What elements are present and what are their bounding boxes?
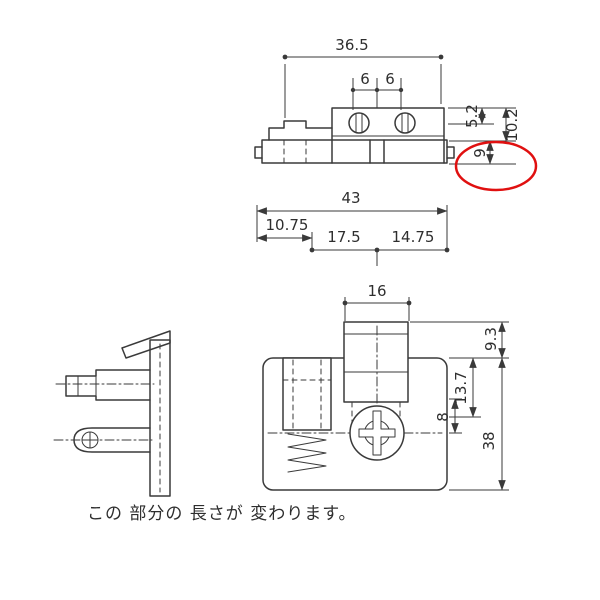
- top-view-dimensions: [282, 54, 516, 165]
- front-view-dimensions: [410, 321, 509, 491]
- dim-center-left-label: 17.5: [327, 228, 360, 246]
- top-view-part: [254, 107, 455, 164]
- dim-upper-depth-label: 13.7: [452, 371, 470, 404]
- slide-tab: [343, 321, 409, 427]
- screw-right-icon: [394, 112, 416, 134]
- dim-pitch-right-label: 6: [385, 70, 395, 88]
- keyhole: [349, 405, 405, 461]
- middle-dimensions: [256, 205, 450, 321]
- dim-slot-width-label: 16: [367, 282, 386, 300]
- dim-body-height-label: 38: [480, 431, 498, 450]
- dim-top-width-label: 36.5: [335, 36, 368, 54]
- top-left-tab: [268, 120, 333, 141]
- dim-tab-protrusion-label: 9.3: [482, 327, 500, 351]
- left-mechanism: [282, 357, 332, 473]
- dim-center-right-label: 14.75: [392, 228, 435, 246]
- dim-pitch-left-label: 6: [360, 70, 370, 88]
- top-raised-block: [331, 107, 445, 141]
- change-note-label: この 部分の 長さが 変わります。: [87, 504, 357, 524]
- dimension-labels: 36.5 6 6 5.2 10.2 9 43 10.75 17.5 14.75 …: [266, 36, 521, 451]
- front-view-part: [262, 321, 448, 491]
- side-plate: [149, 339, 171, 497]
- screw-left-icon: [348, 112, 370, 134]
- side-top-flange: [121, 330, 171, 359]
- dim-upper-height-label: 10.2: [503, 108, 521, 141]
- dim-key-offset-label: 8: [434, 412, 452, 422]
- side-upper-tab: [65, 369, 151, 401]
- key-cross-slot: [358, 410, 396, 456]
- dim-step-height-label: 5.2: [463, 104, 481, 128]
- dim-base-height-label: 9: [471, 148, 489, 158]
- highlight-ellipse: [454, 140, 538, 192]
- spring-hatching: [287, 433, 327, 473]
- top-base-strip: [261, 139, 448, 164]
- top-left-step: [254, 146, 263, 159]
- dim-left-offset-label: 10.75: [266, 216, 309, 234]
- top-right-step: [446, 146, 455, 159]
- side-view-part: [53, 330, 171, 497]
- dim-body-width-label: 43: [341, 189, 360, 207]
